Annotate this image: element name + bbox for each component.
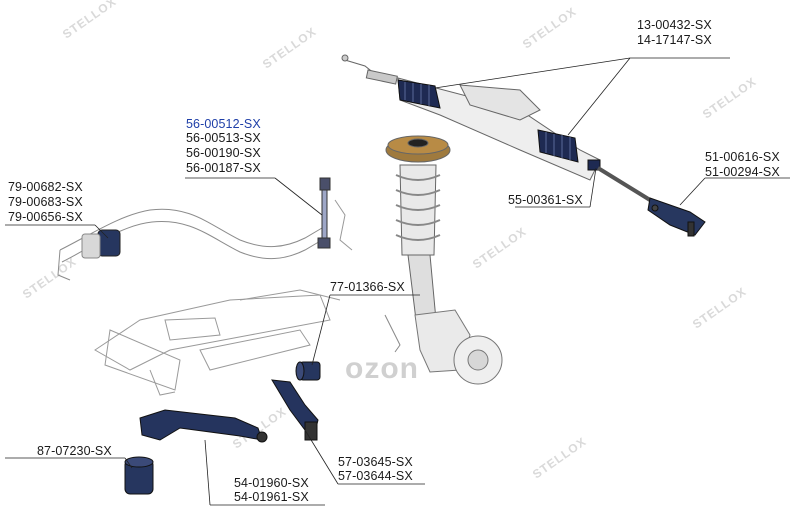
control-arm-rear — [271, 379, 319, 441]
steering-rack-boot — [397, 79, 441, 109]
inner-tie-rod — [587, 159, 652, 202]
label-51-00294: 51-00294-SX — [705, 165, 780, 179]
label-14-17147: 14-17147-SX — [637, 33, 712, 47]
arm-bushing — [295, 361, 321, 381]
tie-rod-end — [647, 197, 706, 237]
label-57-03644: 57-03644-SX — [338, 469, 413, 483]
watermark-logo: ozon — [345, 352, 419, 385]
label-54-01960: 54-01960-SX — [234, 476, 309, 490]
label-87-07230: 87-07230-SX — [37, 444, 112, 458]
label-77-01366: 77-01366-SX — [330, 280, 405, 294]
subframe-drawing — [94, 289, 341, 396]
label-56-00190: 56-00190-SX — [186, 146, 261, 160]
shock-absorber — [385, 135, 451, 321]
leader-lines — [5, 57, 790, 506]
steering-rack-boot — [537, 129, 579, 163]
label-57-03645: 57-03645-SX — [338, 455, 413, 469]
label-55-00361: 55-00361-SX — [508, 193, 583, 207]
control-arm-front — [139, 409, 268, 443]
label-79-00656: 79-00656-SX — [8, 210, 83, 224]
arm-bushing-rear — [124, 456, 154, 495]
label-79-00682: 79-00682-SX — [8, 180, 83, 194]
steering-knuckle — [384, 309, 503, 385]
label-56-00187: 56-00187-SX — [186, 161, 261, 175]
stabilizer-link — [317, 177, 353, 251]
label-51-00616: 51-00616-SX — [705, 150, 780, 164]
label-56-00513: 56-00513-SX — [186, 131, 261, 145]
steering-rack — [341, 54, 601, 181]
label-13-00432: 13-00432-SX — [637, 18, 712, 32]
label-54-01961: 54-01961-SX — [234, 490, 309, 504]
stabilizer-bushing — [81, 229, 121, 259]
label-56-00512: 56-00512-SX — [186, 117, 261, 131]
label-79-00683: 79-00683-SX — [8, 195, 83, 209]
